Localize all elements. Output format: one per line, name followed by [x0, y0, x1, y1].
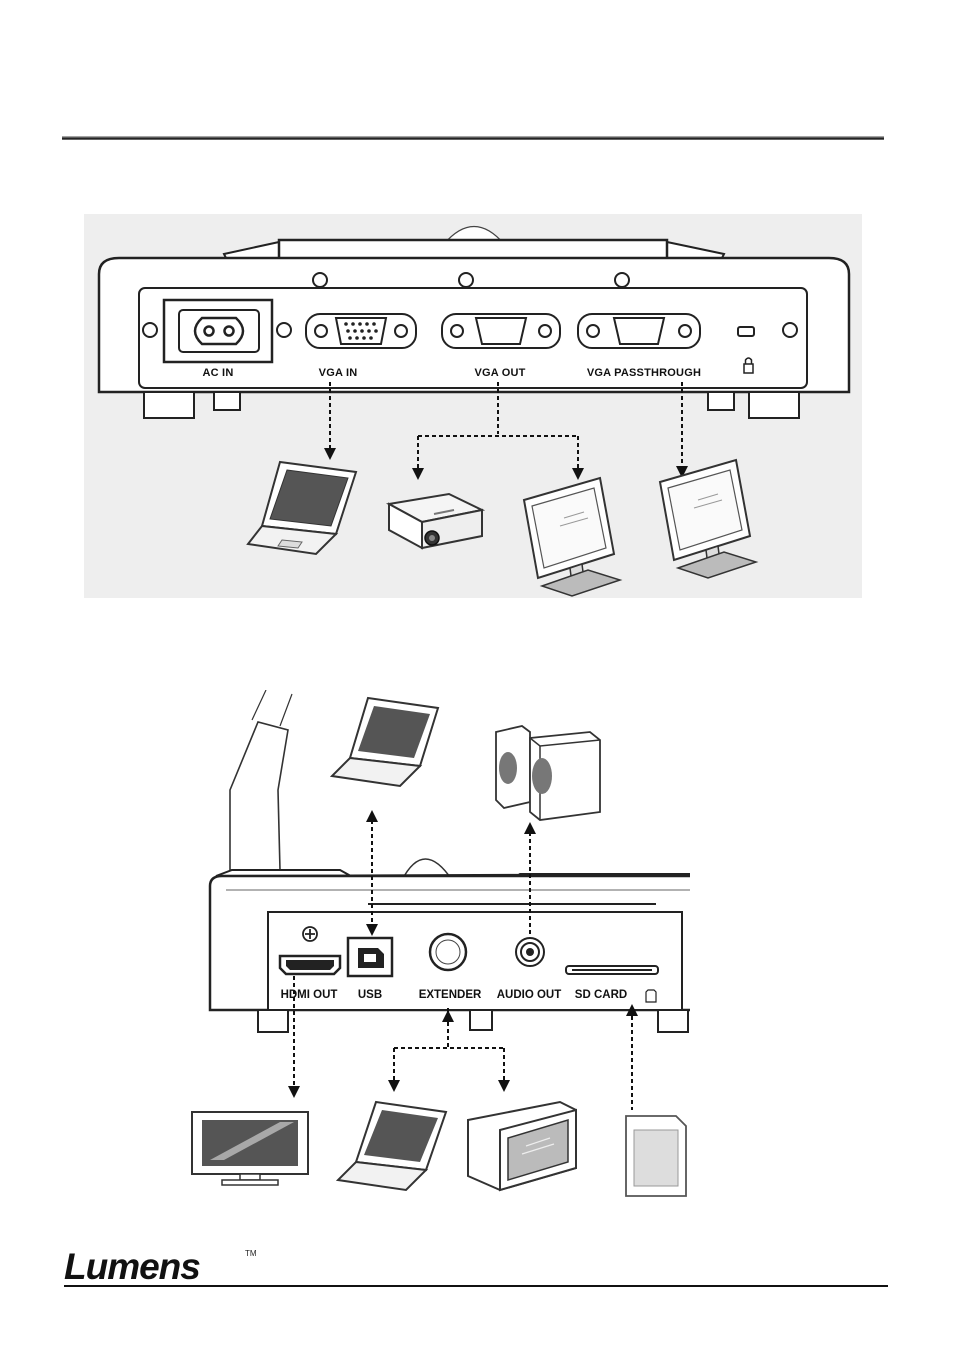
- sd-card-icon: [645, 989, 657, 1003]
- laptop-icon: [246, 460, 358, 556]
- monitor-icon: [522, 476, 623, 597]
- port-label-ac-in: AC IN: [203, 367, 234, 379]
- extender-port: [428, 932, 468, 972]
- port-label-vga-out: VGA OUT: [474, 367, 525, 379]
- tv-icon: [191, 1111, 309, 1186]
- port-label-audio-out: AUDIO OUT: [497, 989, 562, 1001]
- audio-out-port: [515, 937, 545, 967]
- projector-icon: [385, 492, 486, 550]
- lumens-logo: Lumens: [64, 1246, 201, 1287]
- screw-icon: [302, 926, 318, 942]
- vga-in-port: [305, 313, 417, 349]
- footer-rule: [64, 1285, 888, 1287]
- laptop-icon: [329, 696, 440, 788]
- lock-icon: [743, 357, 754, 374]
- screw-icon: [142, 272, 798, 338]
- port-label-sd-card: SD CARD: [575, 989, 627, 1001]
- laptop-icon: [335, 1100, 448, 1192]
- port-label-usb: USB: [358, 989, 382, 1001]
- port-label-vga-passthrough: VGA PASSTHROUGH: [587, 367, 701, 379]
- monitor-icon: [658, 458, 759, 579]
- rear-panel-diagram: AC IN VGA IN VGA OUT VGA PASSTHROUGH: [84, 214, 862, 598]
- port-label-vga-in: VGA IN: [319, 367, 358, 379]
- sd-card-slot: [565, 965, 659, 1003]
- header-rule: [62, 136, 884, 140]
- lock-slot: [737, 326, 755, 337]
- hdmi-out-port: [278, 954, 342, 976]
- port-label-hdmi-out: HDMI OUT: [281, 989, 338, 1001]
- sd-card-icon: [625, 1115, 687, 1197]
- vga-out-port: [441, 313, 561, 349]
- speaker-icon: [495, 725, 601, 821]
- port-label-extender: EXTENDER: [419, 989, 482, 1001]
- usb-port: [346, 936, 394, 978]
- crt-monitor-icon: [467, 1100, 577, 1192]
- trademark-symbol: TM: [245, 1249, 257, 1258]
- camera-arm: [229, 689, 293, 871]
- side-panel-diagram: HDMI OUT USB EXTENDER AUDIO OUT SD CARD: [170, 689, 752, 1200]
- vga-passthrough-port: [577, 313, 701, 349]
